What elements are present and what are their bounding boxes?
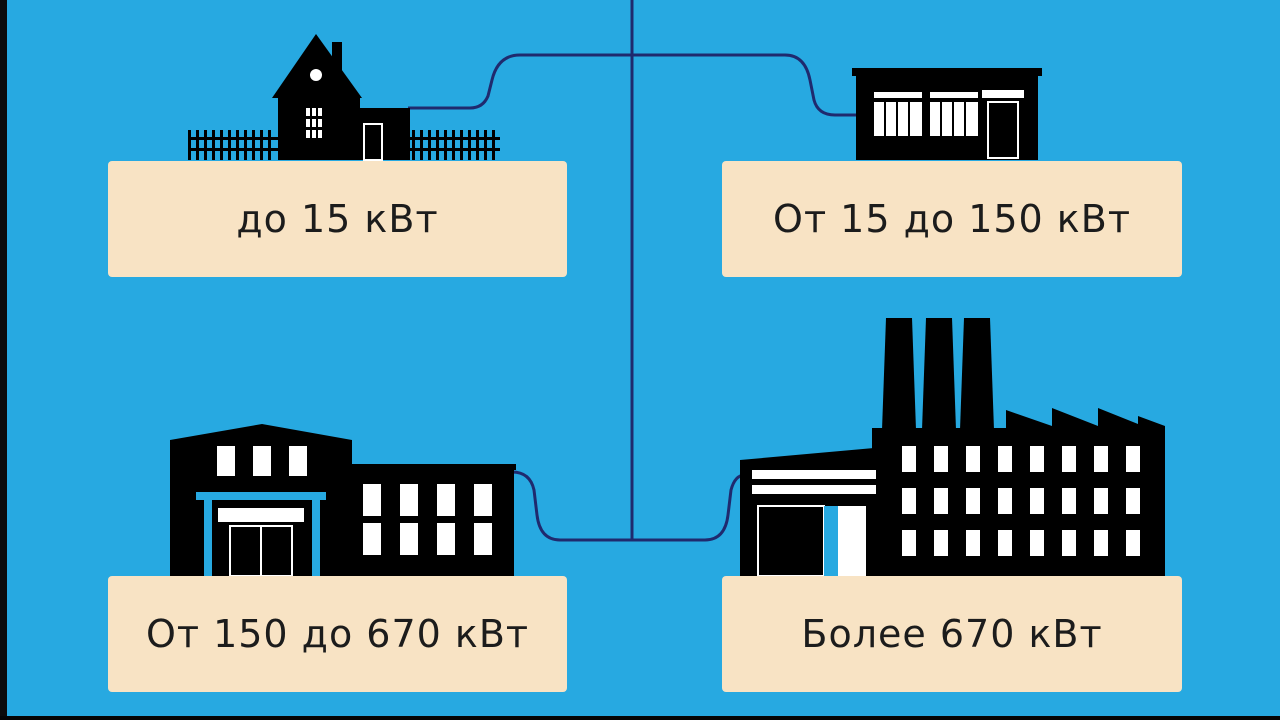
office-building-icon (170, 424, 516, 577)
wire-to-office (511, 470, 632, 542)
category-label: до 15 кВт (236, 197, 439, 241)
category-box-over-670kw: Более 670 кВт (722, 576, 1182, 692)
small-shop-icon (852, 68, 1042, 160)
wire-to-house (408, 53, 632, 110)
house-icon (188, 34, 500, 161)
wire-to-shop (632, 53, 856, 117)
category-box-up-to-15kw: до 15 кВт (108, 161, 567, 277)
power-lines (408, 0, 856, 542)
category-box-15-to-150kw: От 15 до 150 кВт (722, 161, 1182, 277)
frame-edge (0, 0, 7, 720)
frame-edge (0, 716, 1280, 720)
wire-to-factory (632, 473, 746, 542)
factory-icon (740, 318, 1165, 577)
category-label: От 150 до 670 кВт (145, 612, 530, 656)
category-label: От 15 до 150 кВт (773, 197, 1131, 241)
category-box-150-to-670kw: От 150 до 670 кВт (108, 576, 567, 692)
category-label: Более 670 кВт (801, 612, 1103, 656)
